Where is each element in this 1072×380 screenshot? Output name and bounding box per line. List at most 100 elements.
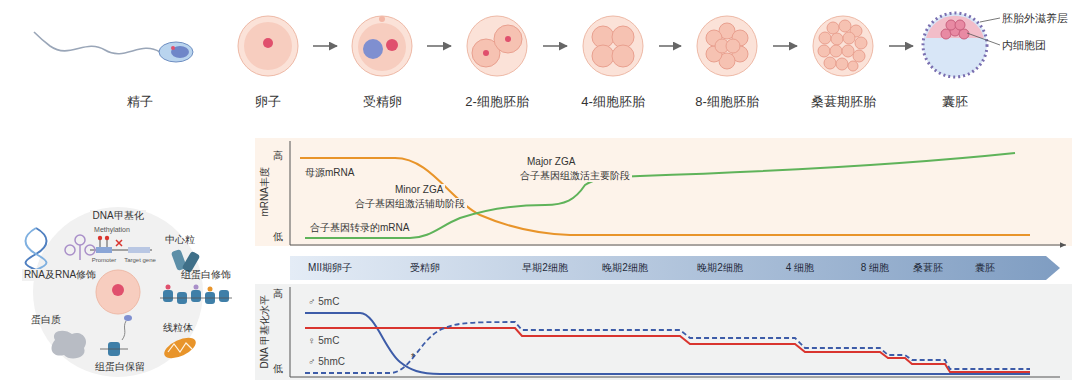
cell (818, 45, 830, 57)
curve-label: ♀ 5mC (306, 335, 341, 347)
cell (848, 61, 858, 71)
sperm-nucleus (171, 46, 189, 58)
cell (959, 29, 969, 39)
stage-label: 精子 (127, 95, 153, 110)
embryo-stage: 2-细胞胚胎 (453, 12, 541, 112)
sperm-head (159, 42, 193, 62)
mitochondrion (161, 334, 199, 363)
axis-tick: 高 (271, 150, 285, 162)
cell (955, 20, 965, 30)
stage-tick-label: 晚期2细胞 (697, 262, 743, 274)
curve-label: 合子基因转录的mRNA (308, 222, 411, 234)
cristae (168, 343, 192, 352)
curve-label: ♂ 5hmC (306, 356, 347, 368)
cell (831, 33, 843, 45)
trophectoderm (923, 13, 987, 77)
zona (697, 16, 757, 76)
block-mark (116, 240, 122, 246)
zona (352, 16, 412, 76)
timeline-band: MII期卵子受精卵早期2细胞晚期2细胞晚期2细胞4 细胞8 细胞桑葚胚囊胚 (290, 256, 1060, 280)
pronucleus (386, 39, 398, 51)
factor-label: 组蛋白保留 (93, 361, 147, 373)
cell (824, 57, 836, 69)
axis-tick: 低 (271, 363, 285, 375)
stage-label: 受精卵 (363, 95, 402, 110)
mark (194, 285, 199, 290)
x-axis (290, 377, 1060, 378)
paternal-5hmc-curve (305, 322, 1030, 373)
factor-label: DNA甲基化 (90, 210, 145, 222)
helix-strand (26, 228, 47, 270)
leader-line (967, 33, 1000, 45)
stage-label: 卵子 (255, 95, 281, 110)
nucleus (505, 36, 511, 42)
trna-icon (65, 235, 95, 260)
promoter-box (96, 247, 112, 253)
mark (208, 287, 213, 292)
stage-label: 4-细胞胚胎 (581, 95, 645, 110)
nucleus (483, 50, 489, 56)
protein-blob (52, 331, 87, 359)
embryo-stage: 4-细胞胚胎 (569, 12, 657, 112)
sperm-stage: 精子 (70, 12, 210, 112)
stage-tick-label: 受精卵 (410, 262, 440, 274)
leader-line (980, 18, 1000, 22)
embryo-stage: 桑葚期胚胎 (799, 12, 887, 112)
zona (813, 16, 873, 76)
pronucleus (363, 39, 383, 59)
zygotic-curve (305, 153, 1015, 238)
stage-tick-label: 4 细胞 (786, 262, 814, 274)
stage-arrow (773, 45, 797, 47)
part-label: 胚胎外滋养层 (1000, 12, 1070, 25)
stage-arrow (889, 45, 913, 47)
curve-label: ♂ 5mC (306, 296, 341, 308)
stage-label: 8-细胞胚胎 (695, 95, 759, 110)
cell (827, 22, 839, 34)
part-label: 内细胞团 (1000, 39, 1048, 52)
morula-cells (818, 20, 867, 71)
maternal-curve (300, 158, 1030, 235)
nucleus (263, 38, 273, 48)
maternal-5mc-curve (305, 328, 1030, 372)
cell (494, 25, 522, 53)
cell (853, 50, 865, 62)
sperm-dot (171, 46, 175, 50)
cell (726, 39, 740, 53)
cell (843, 32, 855, 44)
cytoplasm (358, 23, 406, 71)
stage-tick-label: 桑葚胚 (913, 262, 943, 274)
sperm-icon-tail (122, 321, 126, 340)
factor-label: 中心粒 (163, 234, 197, 246)
cell (839, 20, 851, 32)
cell (855, 37, 867, 49)
factor-label: 蛋白质 (29, 314, 63, 326)
stage-tick-label: 囊胚 (975, 262, 995, 274)
factor-label: 线粒体 (161, 322, 195, 334)
factor-circle (33, 207, 203, 377)
diagram-note: Target gene (122, 257, 158, 264)
paternal-5mc-curve (305, 313, 1030, 374)
histone (163, 290, 173, 302)
polar-body (379, 16, 385, 22)
zona (238, 16, 298, 76)
cell (941, 29, 951, 39)
axis-title: mRNA丰度 (259, 165, 271, 218)
egg-nucleus (112, 284, 124, 296)
y-axis (290, 141, 291, 245)
cell (842, 45, 854, 57)
embryo-stage: 卵子 (225, 12, 311, 112)
significance-mark: * (409, 352, 417, 364)
cell (612, 45, 634, 67)
helix-strand (26, 228, 47, 270)
trna-loop (85, 245, 95, 255)
stage-arrow (659, 45, 681, 47)
blastocyst-top (926, 16, 984, 38)
stage-tick-label: 8 细胞 (861, 262, 889, 274)
cytoplasm (244, 22, 292, 70)
sperm-tail (34, 32, 160, 54)
timeline-band (290, 256, 1060, 280)
axis-tick: 高 (271, 288, 285, 300)
trna-stem (79, 245, 81, 260)
